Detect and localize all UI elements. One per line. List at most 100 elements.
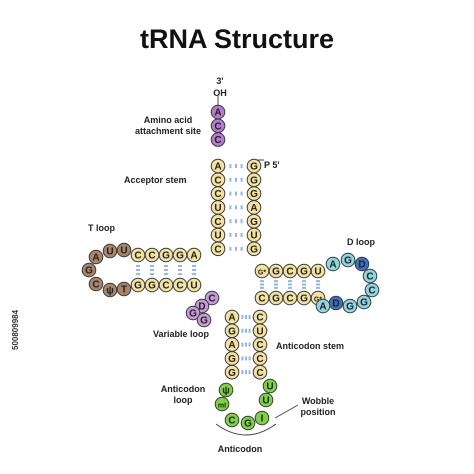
- anticodon-pair-dot: [248, 328, 251, 333]
- d-loop-nucleotide-text: G: [344, 256, 352, 267]
- t-stem-top-nucleotide-text: G: [162, 251, 170, 262]
- d-loop-nucleotide: D: [328, 295, 344, 311]
- anticodon-loop-nucleotide-text: I: [261, 414, 264, 425]
- t-stem-top-nucleotide: G: [172, 247, 188, 263]
- d-loop-nucleotide-circle: [340, 252, 356, 268]
- t-loop-nucleotide-circle: [102, 243, 118, 259]
- t-stem-pair-dot: [164, 273, 168, 276]
- acceptor-right-nucleotide-text: G: [250, 189, 258, 200]
- d-loop-nucleotide-circle: [364, 282, 380, 298]
- t-stem-bottom-nucleotide-text: G: [134, 281, 142, 292]
- t-stem-pair-dot: [164, 264, 168, 267]
- t-loop-nucleotide: T: [116, 281, 132, 297]
- anticodon-stem-right-nucleotide-text: C: [256, 340, 263, 351]
- acceptor-right-nucleotide: G: [246, 158, 262, 174]
- t-stem-pair-dot: [150, 273, 154, 276]
- t-loop-nucleotide-text: ψ: [106, 286, 114, 297]
- anticodon-pair-dot: [245, 370, 247, 375]
- t-stem-top-nucleotide: G: [158, 247, 174, 263]
- anticodon-loop-nucleotide: G: [240, 415, 256, 431]
- d-loop-nucleotide-text: D: [332, 299, 339, 310]
- stock-id: 500809984: [11, 309, 20, 350]
- d-loop-nucleotide-text: G: [360, 298, 368, 309]
- d-stem-top-nucleotide-text: C: [286, 267, 293, 278]
- anticodon-pair-dot: [248, 356, 251, 361]
- acceptor-pair-dot: [240, 233, 243, 237]
- acceptor-right-nucleotide: G: [246, 186, 262, 201]
- acceptor-right-nucleotide-text: G: [250, 162, 258, 173]
- d-stem-pair-dot: [274, 283, 278, 286]
- t-loop-label: T loop: [88, 223, 115, 233]
- acceptor-pair-dot: [229, 205, 232, 210]
- anticodon-stem-right-nucleotide: C: [252, 309, 268, 325]
- anticodon-pair-dot: [241, 328, 244, 333]
- d-stem-top-nucleotide-text: G: [300, 267, 308, 278]
- t-stem-pair-dot: [178, 264, 182, 267]
- t-stem-pair-dot: [192, 273, 196, 276]
- t-stem-pair-dot: [136, 273, 140, 276]
- d-stem-top-nucleotide: G: [268, 263, 284, 279]
- d-stem-top-nucleotide-text: G: [272, 267, 280, 278]
- anticodon-stem-left-nucleotide-text: G: [228, 326, 236, 337]
- d-loop-nucleotide: G: [342, 298, 358, 314]
- variable-loop-nucleotide-text: G: [189, 309, 197, 320]
- acceptor-left-nucleotide: C: [210, 213, 226, 229]
- anticodon-loop-nucleotide: U: [262, 378, 278, 394]
- d-loop-nucleotide-circle: [362, 268, 378, 284]
- acceptor-left-nucleotide-text: C: [214, 189, 221, 200]
- anticodon-loop-nucleotide: I: [254, 410, 270, 426]
- anticodon-loop-nucleotide: U: [258, 392, 274, 408]
- acceptor-pair-dot: [235, 246, 237, 251]
- anticodon-stem-right-nucleotide-text: U: [256, 326, 263, 337]
- d-loop-nucleotide-circle: [315, 298, 331, 314]
- d-loop-nucleotide-text: D: [358, 260, 365, 271]
- anticodon-loop-nucleotide-circle: [224, 412, 240, 428]
- t-stem-bottom-nucleotide-text: C: [176, 281, 183, 292]
- d-loop-nucleotide: D: [354, 256, 370, 272]
- d-loop-nucleotide-circle: [354, 256, 370, 272]
- acceptor-right-nucleotide: A: [246, 200, 262, 215]
- t-stem-pair-dot: [178, 269, 182, 271]
- d-stem-top-nucleotide: G*: [254, 263, 270, 279]
- anticodon-loop-nucleotide-text: ψ: [222, 386, 230, 397]
- anticodon-loop-nucleotide-circle: [218, 382, 234, 398]
- t-stem-pair-dot: [150, 269, 154, 271]
- anticodon-pair-dot: [248, 342, 251, 347]
- acceptor-pair-dot: [240, 164, 243, 168]
- anticodon-pair-dot: [241, 315, 244, 319]
- t-stem-top-nucleotide: A: [186, 247, 202, 263]
- anticodon-loop-label: Anticodon loop: [160, 384, 206, 405]
- acceptor-pair-dot: [235, 164, 237, 168]
- acceptor-left-nucleotide-text: A: [214, 162, 221, 173]
- acceptor-pair-dot: [229, 191, 232, 196]
- anticodon-loop-nucleotide-circle: [258, 392, 274, 408]
- wobble-position-label: Wobble position: [300, 396, 336, 417]
- d-stem-pair-dot: [316, 283, 320, 286]
- anticodon-pair-dot: [241, 356, 244, 361]
- d-stem-pair-dot: [260, 280, 264, 283]
- acceptor-left-nucleotide-text: C: [214, 175, 221, 186]
- t-stem-bottom-nucleotide: G: [130, 277, 146, 293]
- t-stem-pair-dot: [192, 264, 196, 267]
- acceptor-pair-dot: [235, 233, 237, 237]
- t-loop-nucleotide-text: C: [92, 280, 99, 291]
- acceptor-left-nucleotide: U: [210, 200, 226, 215]
- t-stem-pair-dot: [192, 269, 196, 271]
- cca-nucleotide: C: [210, 118, 226, 134]
- d-stem-bottom-nucleotide: C: [282, 290, 298, 306]
- d-stem-pair-dot: [302, 286, 306, 289]
- acceptor-pair-dot: [235, 177, 237, 182]
- acceptor-pair-dot: [229, 233, 232, 237]
- t-loop-nucleotide: A: [88, 249, 104, 265]
- three-prime-label: 3': [216, 76, 224, 86]
- wobble-pointer: [274, 404, 299, 419]
- acceptor-left-nucleotide-circle: [210, 241, 226, 257]
- anticodon-pair-dot: [245, 315, 247, 319]
- t-stem-top-nucleotide: C: [144, 247, 160, 263]
- acceptor-left-nucleotide: C: [210, 172, 226, 188]
- t-loop-nucleotide-text: G: [85, 266, 93, 277]
- anticodon-stem-right-nucleotide: C: [252, 337, 268, 352]
- acceptor-left-nucleotide-text: C: [214, 217, 221, 228]
- anticodon-pair-dot: [241, 370, 244, 375]
- t-stem-bottom-nucleotide-circle: [186, 277, 202, 293]
